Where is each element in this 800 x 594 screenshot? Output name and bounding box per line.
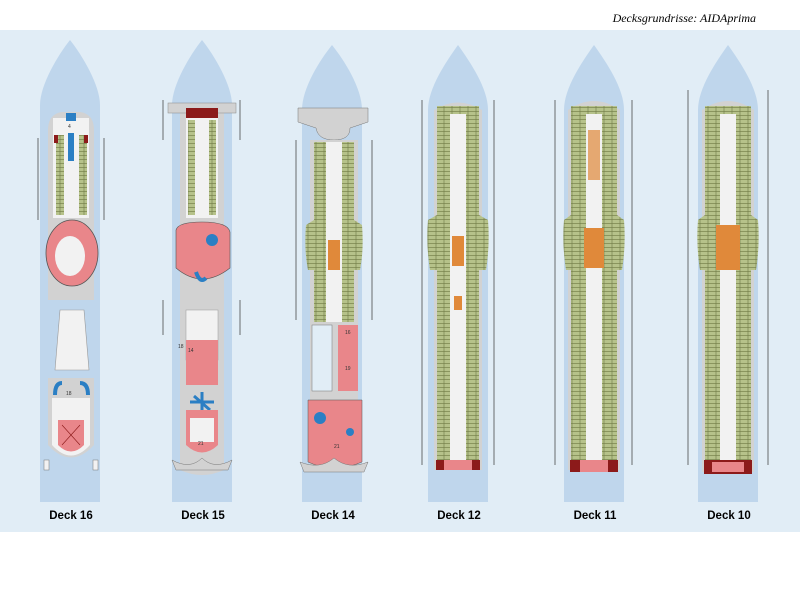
- deck-15-plan: 14 18 21: [162, 40, 241, 502]
- page-title: Decksgrundrisse: AIDAprima: [612, 11, 756, 25]
- deck-16-number-18: 18: [66, 391, 72, 397]
- deck-12-label: Deck 12: [437, 510, 481, 522]
- deck-10-label: Deck 10: [707, 510, 751, 522]
- deck-15-number-14: 14: [188, 348, 194, 354]
- deck-16-number-4: 4: [68, 124, 71, 130]
- deck-15-public-area: [175, 221, 231, 280]
- deck-15-number-18: 18: [178, 344, 184, 350]
- deck-11-plan: [554, 45, 633, 502]
- deck-14-number-21: 21: [334, 444, 340, 450]
- deck-16-hull-aft: [54, 309, 90, 371]
- deck-14-number-16: 16: [345, 330, 351, 336]
- deck-12-plan: [421, 45, 495, 502]
- deck-14-label: Deck 14: [311, 510, 355, 522]
- deck-15-number-21: 21: [198, 441, 204, 447]
- deck-11-label: Deck 11: [573, 510, 617, 522]
- deck-15-label: Deck 15: [181, 510, 225, 522]
- deck-16-label: Deck 16: [49, 510, 93, 522]
- deck-16-lounge: [58, 420, 84, 452]
- deck-plans: 4 18 14 18 21: [37, 40, 769, 502]
- deck-14-plan: 16 19 21: [295, 45, 373, 502]
- deck-10-plan: [687, 45, 769, 502]
- deck-14-number-19: 19: [345, 366, 351, 372]
- deck-16-plan: 4 18: [37, 40, 105, 502]
- plan-background: [0, 30, 800, 532]
- deck-14-aft-public: [307, 399, 363, 469]
